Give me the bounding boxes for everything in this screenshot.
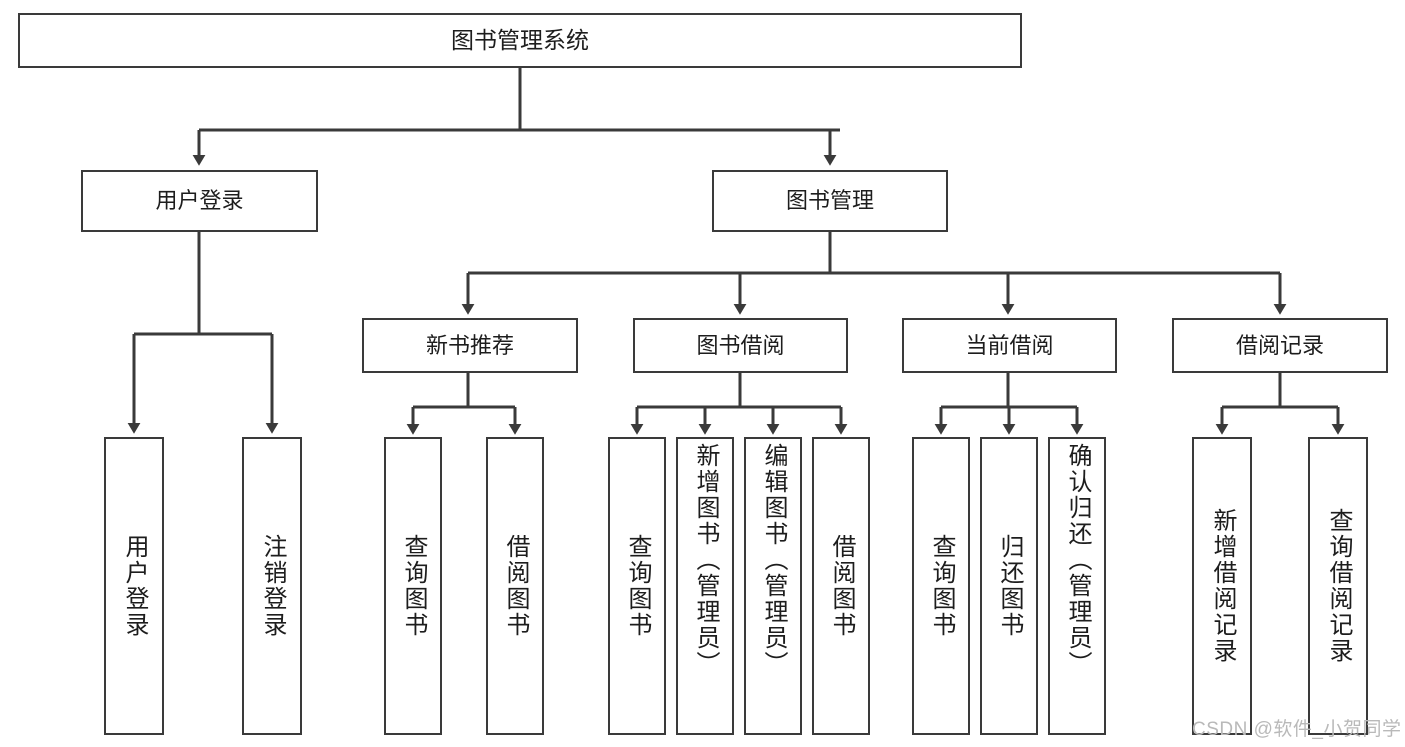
node-leaf-query-book-2-label: 查询图书 xyxy=(624,534,651,638)
node-leaf-query-record[interactable]: 查询借阅记录 xyxy=(1308,437,1368,735)
node-user-login[interactable]: 用户登录 xyxy=(81,170,318,232)
node-leaf-add-book[interactable]: 新增图书（管理员） xyxy=(676,437,734,735)
node-current-borrow-label: 当前借阅 xyxy=(965,332,1054,358)
node-book-borrow[interactable]: 图书借阅 xyxy=(633,318,848,373)
node-root[interactable]: 图书管理系统 xyxy=(18,13,1022,68)
node-leaf-query-book-2[interactable]: 查询图书 xyxy=(608,437,666,735)
node-leaf-logout-login[interactable]: 注销登录 xyxy=(242,437,302,735)
node-leaf-confirm-return[interactable]: 确认归还（管理员） xyxy=(1048,437,1106,735)
node-leaf-confirm-return-label: 确认归还（管理员） xyxy=(1064,443,1091,677)
node-leaf-user-login[interactable]: 用户登录 xyxy=(104,437,164,735)
node-borrow-record[interactable]: 借阅记录 xyxy=(1172,318,1388,373)
node-leaf-edit-book[interactable]: 编辑图书（管理员） xyxy=(744,437,802,735)
node-new-book-recommend-label: 新书推荐 xyxy=(425,332,514,358)
node-leaf-user-login-label: 用户登录 xyxy=(121,534,148,638)
node-leaf-add-record-label: 新增借阅记录 xyxy=(1209,508,1236,664)
node-leaf-return-book[interactable]: 归还图书 xyxy=(980,437,1038,735)
node-leaf-query-record-label: 查询借阅记录 xyxy=(1325,508,1352,664)
node-leaf-query-book-3-label: 查询图书 xyxy=(928,534,955,638)
node-leaf-logout-login-label: 注销登录 xyxy=(259,534,286,638)
node-book-borrow-label: 图书借阅 xyxy=(696,332,785,358)
node-leaf-return-book-label: 归还图书 xyxy=(996,534,1023,638)
node-leaf-borrow-book-2-label: 借阅图书 xyxy=(828,534,855,638)
node-leaf-borrow-book-2[interactable]: 借阅图书 xyxy=(812,437,870,735)
node-root-label: 图书管理系统 xyxy=(451,26,589,53)
node-borrow-record-label: 借阅记录 xyxy=(1235,332,1324,358)
node-leaf-query-book-1[interactable]: 查询图书 xyxy=(384,437,442,735)
csdn-watermark: CSDN @软件_小贺同学 xyxy=(1192,719,1402,740)
node-leaf-query-book-3[interactable]: 查询图书 xyxy=(912,437,970,735)
node-leaf-add-record[interactable]: 新增借阅记录 xyxy=(1192,437,1252,735)
node-current-borrow[interactable]: 当前借阅 xyxy=(902,318,1117,373)
node-book-management[interactable]: 图书管理 xyxy=(712,170,948,232)
node-leaf-borrow-book-1[interactable]: 借阅图书 xyxy=(486,437,544,735)
node-leaf-query-book-1-label: 查询图书 xyxy=(400,534,427,638)
node-leaf-add-book-label: 新增图书（管理员） xyxy=(692,443,719,677)
node-book-management-label: 图书管理 xyxy=(785,188,874,214)
node-new-book-recommend[interactable]: 新书推荐 xyxy=(362,318,578,373)
node-leaf-borrow-book-1-label: 借阅图书 xyxy=(502,534,529,638)
node-leaf-edit-book-label: 编辑图书（管理员） xyxy=(760,443,787,677)
node-user-login-label: 用户登录 xyxy=(155,188,244,214)
